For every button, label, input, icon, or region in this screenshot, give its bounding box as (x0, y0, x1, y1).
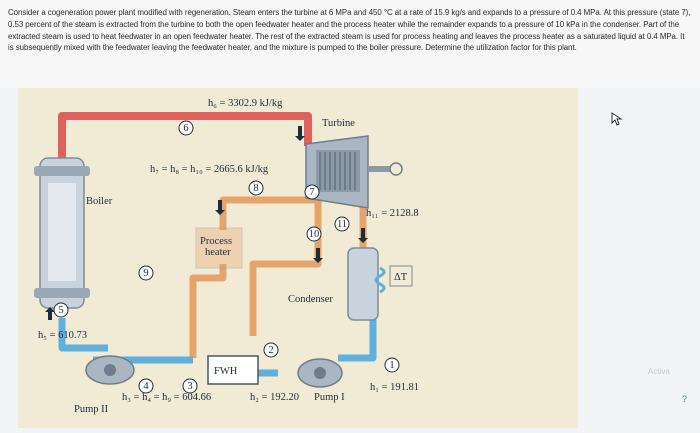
state-8: 8 (248, 180, 264, 196)
state-10: 10 (306, 226, 322, 242)
state-3: 3 (182, 378, 198, 394)
flow-arrows (45, 126, 368, 320)
condenser-label: Condenser (288, 294, 333, 305)
turbine-label: Turbine (322, 118, 355, 129)
problem-statement: Consider a cogeneration power plant modi… (0, 0, 700, 88)
condenser (347, 247, 413, 321)
cogeneration-diagram: 1 2 3 4 5 6 7 8 9 10 11 h₆ = 3302.9 kJ/k… (18, 88, 578, 428)
svg-text:8: 8 (253, 183, 258, 194)
h3-h4-h9-label: h₃ = h₄ = h₉ = 604.66 (122, 392, 211, 403)
help-question-mark[interactable]: ? (682, 394, 688, 404)
state-5: 5 (53, 302, 69, 318)
delta-t-label: ΔT (394, 272, 408, 283)
faded-watermark: Activa (648, 367, 670, 376)
turbine (305, 135, 403, 209)
svg-text:7: 7 (309, 187, 314, 198)
svg-text:1: 1 (389, 360, 394, 371)
problem-text: Consider a cogeneration power plant modi… (8, 8, 691, 53)
state-7: 7 (304, 184, 320, 200)
h1-label: h₁ = 191.81 (370, 382, 419, 393)
fwh (207, 355, 259, 385)
process-heater (195, 227, 243, 269)
svg-text:11: 11 (337, 219, 347, 230)
svg-text:6: 6 (183, 123, 188, 134)
mouse-cursor-icon (611, 112, 623, 126)
svg-text:3: 3 (187, 381, 192, 392)
svg-text:4: 4 (143, 381, 149, 392)
state-4: 4 (138, 378, 154, 394)
pump-ii-label: Pump II (74, 404, 109, 415)
svg-text:2: 2 (268, 345, 273, 356)
state-markers: 1 2 3 4 5 6 7 8 9 10 11 (53, 120, 400, 394)
boiler (34, 157, 90, 309)
pump-ii (85, 355, 135, 385)
boiler-label: Boiler (86, 196, 113, 207)
pump-i (297, 358, 343, 388)
fwh-label: FWH (214, 366, 238, 377)
svg-text:10: 10 (309, 229, 320, 240)
process-heater-label-2: heater (205, 247, 231, 258)
hot-steam-pipe (58, 112, 312, 164)
svg-text:5: 5 (58, 305, 63, 316)
h5-label: h₅ = 610.73 (38, 330, 87, 341)
state-9: 9 (138, 265, 154, 281)
h7-h8-h10-label: h₇ = h₈ = h₁₀ = 2665.6 kJ/kg (150, 164, 269, 175)
state-1: 1 (384, 357, 400, 373)
state-2: 2 (263, 342, 279, 358)
h2-label: h₂ = 192.20 (250, 392, 299, 403)
pump-i-label: Pump I (314, 392, 345, 403)
state-6: 6 (178, 120, 194, 136)
svg-text:9: 9 (143, 268, 148, 279)
state-11: 11 (334, 216, 350, 232)
h6-label: h₆ = 3302.9 kJ/kg (208, 98, 283, 109)
process-heater-label-1: Process (200, 236, 232, 247)
h11-label: h₁₁ = 2128.8 (366, 208, 419, 219)
